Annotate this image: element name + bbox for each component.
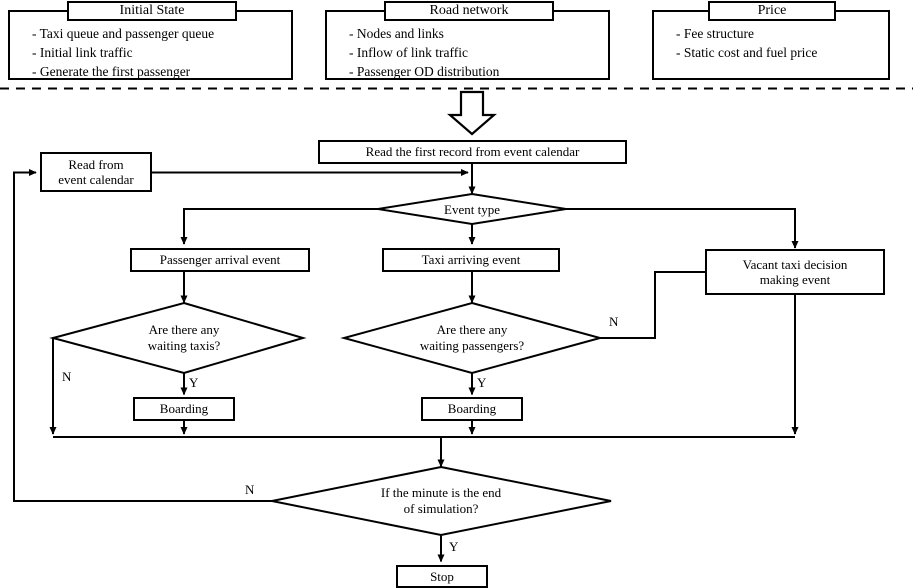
initial-state-item: - Initial link traffic (32, 44, 133, 60)
waiting-passengers-decision[interactable] (344, 303, 600, 373)
input-group-initial-state: - Taxi queue and passenger queue - Initi… (8, 10, 293, 80)
road-network-item: - Passenger OD distribution (349, 63, 500, 79)
initial-state-item: - Taxi queue and passenger queue (32, 26, 215, 41)
end-of-simulation-yes-label: Y (449, 539, 459, 554)
boarding-left-box[interactable]: Boarding (133, 397, 235, 421)
waiting-passengers-no-label: N (609, 314, 619, 329)
road-network-item: - Nodes and links (349, 26, 444, 41)
passenger-arrival-event-box[interactable]: Passenger arrival event (130, 248, 310, 272)
vacant-taxi-decision-event-box[interactable]: Vacant taxi decision making event (705, 249, 885, 295)
taxi-arriving-event-box[interactable]: Taxi arriving event (382, 248, 560, 272)
input-group-price-title: Price (708, 1, 836, 21)
waiting-taxis-yes-label: Y (189, 375, 199, 390)
vacant-taxi-line2: making event (759, 272, 831, 287)
input-group-road-network-title: Road network (384, 1, 554, 21)
vacant-taxi-line1: Vacant taxi decision (742, 256, 848, 272)
block-arrow-down (447, 90, 497, 136)
input-group-price: - Fee structure - Static cost and fuel p… (652, 10, 890, 80)
read-from-event-calendar-line1: Read from (68, 156, 124, 172)
input-group-initial-state-title: Initial State (67, 1, 237, 21)
price-list: - Fee structure - Static cost and fuel p… (654, 26, 888, 61)
boarding-right-box[interactable]: Boarding (421, 397, 523, 421)
waiting-taxis-decision[interactable] (53, 303, 303, 373)
event-type-decision[interactable] (378, 194, 566, 225)
road-network-list: - Nodes and links - Inflow of link traff… (327, 26, 608, 80)
end-of-simulation-no-label: N (245, 482, 255, 497)
stop-box[interactable]: Stop (396, 565, 488, 588)
road-network-item: - Inflow of link traffic (349, 44, 468, 60)
price-item: - Static cost and fuel price (676, 44, 818, 60)
waiting-passengers-yes-label: Y (477, 375, 487, 390)
initial-state-item: - Generate the first passenger (32, 63, 191, 79)
end-of-simulation-decision[interactable] (272, 467, 611, 535)
price-item: - Fee structure (676, 26, 754, 41)
initial-state-list: - Taxi queue and passenger queue - Initi… (10, 26, 291, 80)
input-group-road-network: - Nodes and links - Inflow of link traff… (325, 10, 610, 80)
waiting-taxis-no-label: N (62, 369, 72, 384)
read-from-event-calendar-line2: event calendar (58, 172, 134, 187)
read-first-record-box[interactable]: Read the first record from event calenda… (318, 140, 627, 164)
read-from-event-calendar-box[interactable]: Read from event calendar (40, 152, 152, 192)
